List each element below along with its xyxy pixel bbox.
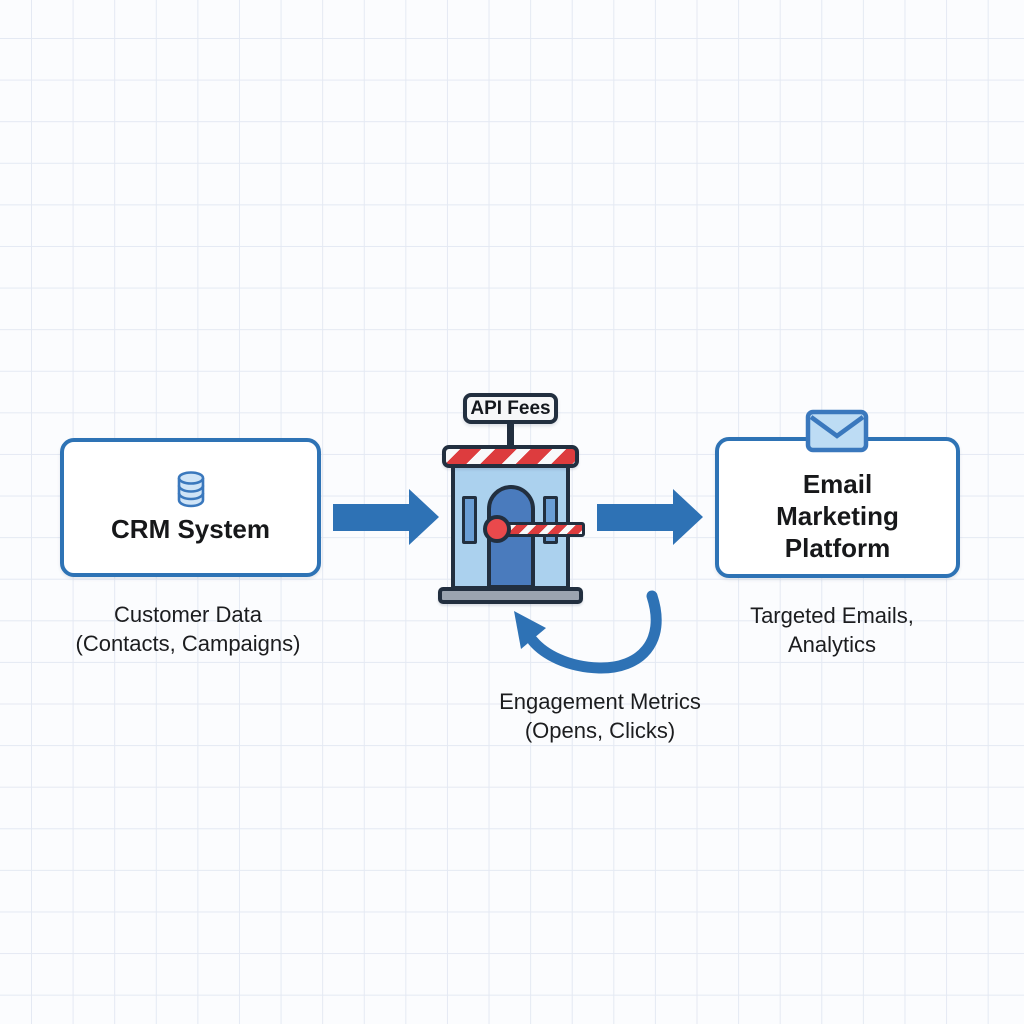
curved-feedback-arrow — [527, 590, 662, 674]
feedback-caption: Engagement Metrics (Opens, Clicks) — [450, 687, 750, 745]
email-title-line3: Platform — [784, 532, 891, 563]
envelope-icon — [805, 409, 869, 458]
arrow-toll-to-email — [597, 489, 703, 545]
sign-post — [507, 423, 514, 448]
toll-barrier-pivot — [483, 515, 511, 543]
email-marketing-node: Email Marketing Platform — [715, 437, 960, 578]
crm-system-title: CRM System — [111, 514, 270, 544]
crm-caption: Customer Data (Contacts, Campaigns) — [28, 600, 348, 658]
toll-barrier-bar — [505, 522, 585, 537]
api-fees-label: API Fees — [470, 397, 551, 419]
email-title-line1: Email — [802, 468, 873, 499]
booth-striped-roof — [442, 445, 579, 468]
arrow-crm-to-toll — [333, 489, 439, 545]
crm-caption-line1: Customer Data — [114, 602, 262, 627]
email-title-line2: Marketing — [776, 500, 899, 531]
booth-base — [438, 587, 583, 604]
email-marketing-title: Email Marketing Platform — [776, 468, 899, 564]
crm-system-node: CRM System — [60, 438, 321, 577]
feedback-caption-line2: (Opens, Clicks) — [524, 718, 676, 743]
booth-window-left — [462, 496, 477, 544]
email-caption-line2: Analytics — [787, 632, 877, 657]
curved-feedback-arrowhead — [514, 611, 546, 649]
database-icon — [177, 471, 204, 508]
email-caption-line1: Targeted Emails, — [750, 603, 914, 628]
feedback-caption-line1: Engagement Metrics — [499, 689, 701, 714]
crm-caption-line2: (Contacts, Campaigns) — [75, 631, 301, 656]
api-fees-sign: API Fees — [463, 393, 558, 424]
email-caption: Targeted Emails, Analytics — [712, 601, 952, 659]
